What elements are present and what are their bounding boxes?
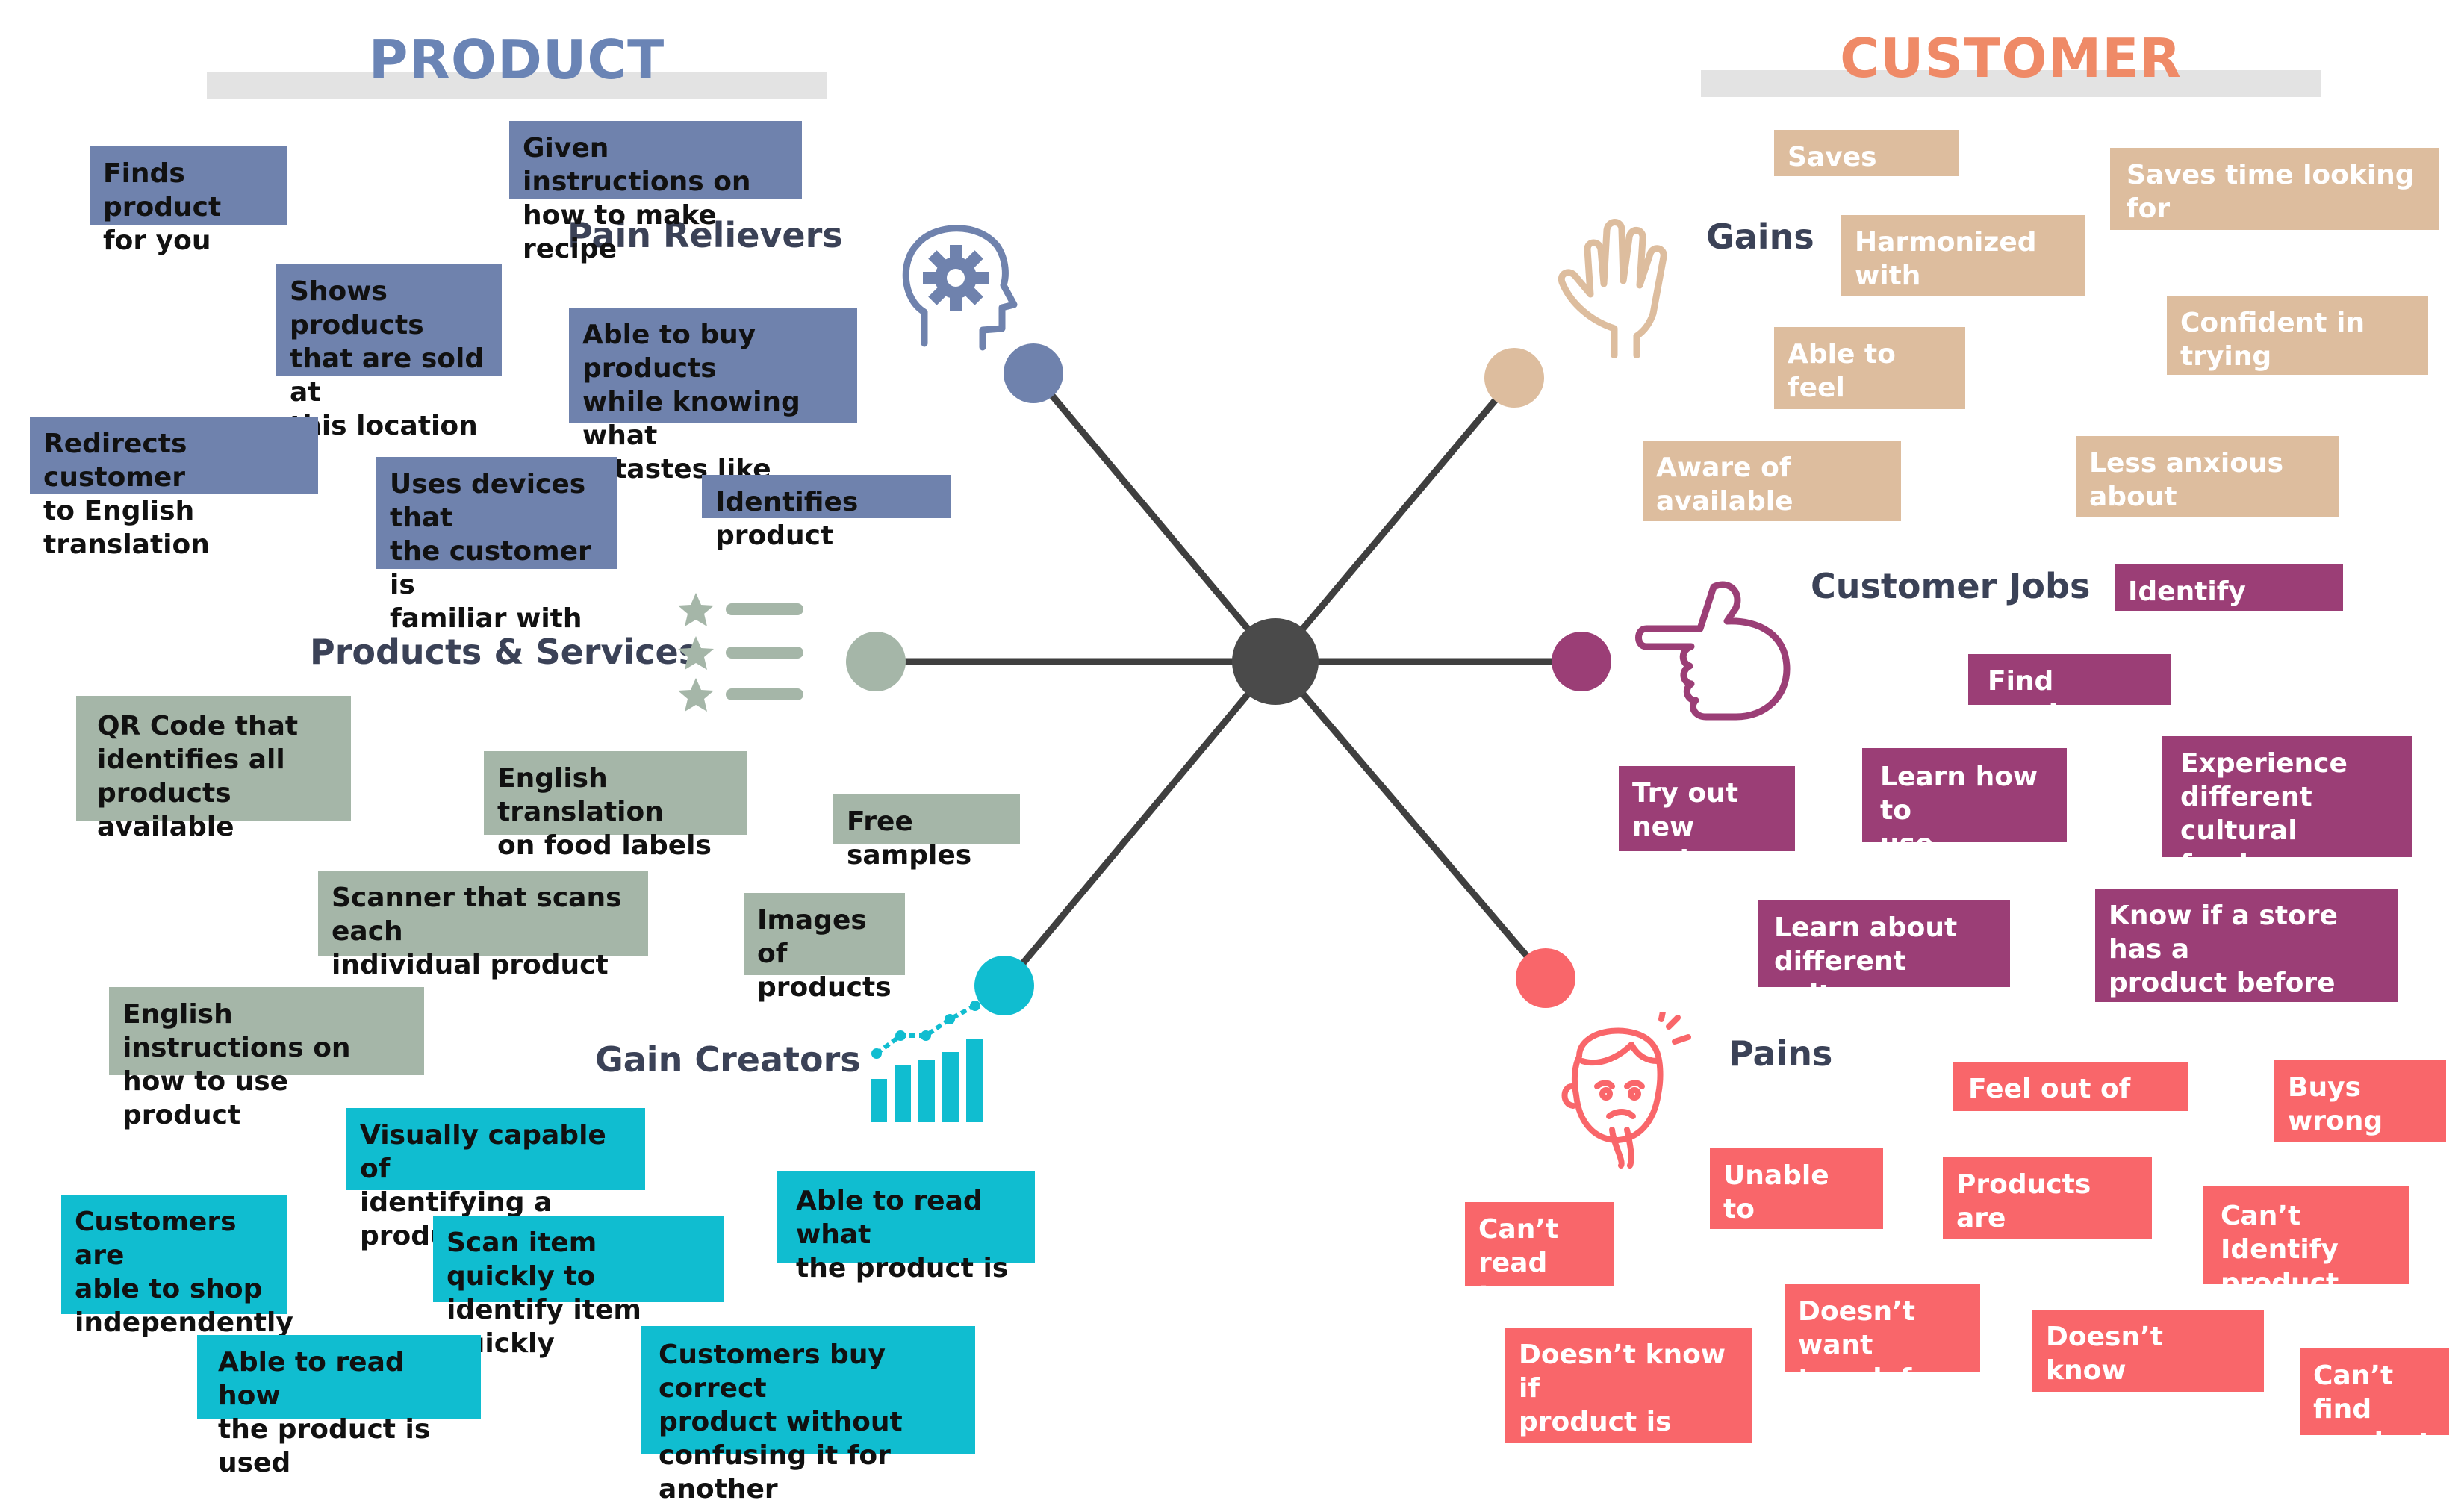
node-products-services	[846, 632, 906, 691]
node-gain-creators	[974, 956, 1034, 1015]
star-list-icon	[678, 593, 803, 712]
pain-note-7: Doesn’t want to ask for help	[1785, 1284, 1980, 1428]
customer-title-underline	[1701, 70, 2321, 97]
raised-hand-icon	[1558, 219, 1667, 358]
customer-job-note-3: Try out new recipes	[1619, 766, 1795, 876]
node-customer-jobs	[1552, 632, 1611, 691]
worried-face-icon	[1561, 1012, 1691, 1169]
connector-pain-relievers	[1030, 370, 1279, 665]
product-title: PRODUCT	[368, 28, 665, 91]
customer-job-note-5: Experience different cultural foods	[2162, 736, 2412, 880]
pain-note-9: Doesn’t know if product is sold at this …	[1505, 1328, 1752, 1505]
hub-node	[1232, 618, 1319, 705]
product-service-note-1: QR Code that identifies all products ava…	[76, 696, 351, 842]
gain-note-5: Able to feel independent	[1774, 327, 1979, 437]
gain-creator-note-5: Able to read how the product is used	[197, 1335, 481, 1478]
gain-creator-note-6: Customers buy correct product without co…	[641, 1326, 975, 1505]
customer-job-note-1: Identify product	[2115, 564, 2343, 641]
pain-reliever-note-2: Given instructions on how to make recipe	[509, 121, 802, 264]
pain-relievers-label: Pain Relievers	[567, 215, 843, 255]
gain-note-3: Harmonized with the environment	[1841, 215, 2085, 358]
customer-job-note-6: Learn about different cultures	[1758, 900, 2010, 1010]
pain-reliever-note-5: Redirects customer to English translatio…	[30, 417, 318, 560]
connector-pains	[1272, 658, 1549, 982]
product-service-note-4: Scanner that scans each individual produ…	[318, 871, 648, 980]
pain-note-3: Unable to make recipe	[1710, 1148, 1883, 1292]
pain-note-10: Can’t find product	[2300, 1348, 2449, 1458]
node-pain-relievers	[1004, 343, 1063, 403]
growth-chart-icon	[871, 1001, 983, 1122]
gain-note-4: Confident in trying new recipes	[2167, 296, 2428, 405]
pain-note-2: Buys wrong product	[2274, 1060, 2446, 1170]
product-service-note-3: Free samples	[833, 794, 1020, 871]
pain-note-6: Can’t Identify product	[2203, 1186, 2409, 1298]
products-services-label: Products & Services	[310, 632, 700, 672]
connector-gains	[1272, 374, 1518, 665]
product-title-underline	[207, 72, 827, 99]
gain-note-7: Less anxious about using product	[2076, 436, 2339, 546]
connector-gain-creators	[1001, 658, 1279, 989]
gain-note-6: Aware of available products	[1643, 441, 1901, 550]
customer-job-note-2: Find product	[1968, 654, 2171, 730]
pain-note-5: Can’t read Japanese	[1465, 1202, 1616, 1312]
pains-label: Pains	[1729, 1033, 1833, 1074]
pain-note-8: Doesn’t know taste of product	[2032, 1310, 2264, 1453]
gain-creator-note-4: Able to read what the product is	[777, 1171, 1035, 1283]
pain-reliever-note-4: Able to buy products while knowing what …	[569, 308, 857, 485]
gain-creator-note-3: Scan item quickly to identify item quick…	[433, 1216, 724, 1359]
gain-creator-note-1: Visually capable of identifying a produc…	[346, 1108, 645, 1251]
customer-job-note-4: Learn how to use product	[1862, 748, 2067, 893]
product-service-note-2: English translation on food labels	[484, 751, 747, 861]
gains-label: Gains	[1706, 217, 1814, 257]
gain-note-1: Saves money	[1774, 130, 1959, 206]
customer-job-note-7: Know if a store has a product before goi…	[2095, 889, 2398, 1065]
pain-reliever-note-1: Finds product for you	[90, 146, 287, 256]
gain-note-2: Saves time looking for and identifying p…	[2110, 148, 2439, 291]
pain-note-4: Products are too expensive	[1943, 1157, 2152, 1301]
customer-jobs-label: Customer Jobs	[1811, 566, 2091, 606]
node-pains	[1516, 948, 1575, 1008]
gain-creators-label: Gain Creators	[595, 1039, 861, 1080]
pain-reliever-note-3: Shows products that are sold at this loc…	[276, 264, 502, 441]
product-service-note-5: Images of products	[744, 893, 905, 1003]
product-service-note-6: English instructions on how to use produ…	[109, 987, 424, 1130]
node-gains	[1484, 348, 1544, 408]
head-gear-icon	[902, 225, 1018, 351]
pain-reliever-note-6: Uses devices that the customer is famili…	[376, 457, 617, 634]
pain-note-1: Feel out of place	[1953, 1062, 2188, 1138]
gain-creator-note-2: Customers are able to shop independently	[61, 1195, 293, 1338]
customer-title: CUSTOMER	[1840, 27, 2182, 90]
pointing-hand-icon	[1635, 581, 1791, 721]
pain-reliever-note-7: Identifies product	[702, 475, 951, 551]
